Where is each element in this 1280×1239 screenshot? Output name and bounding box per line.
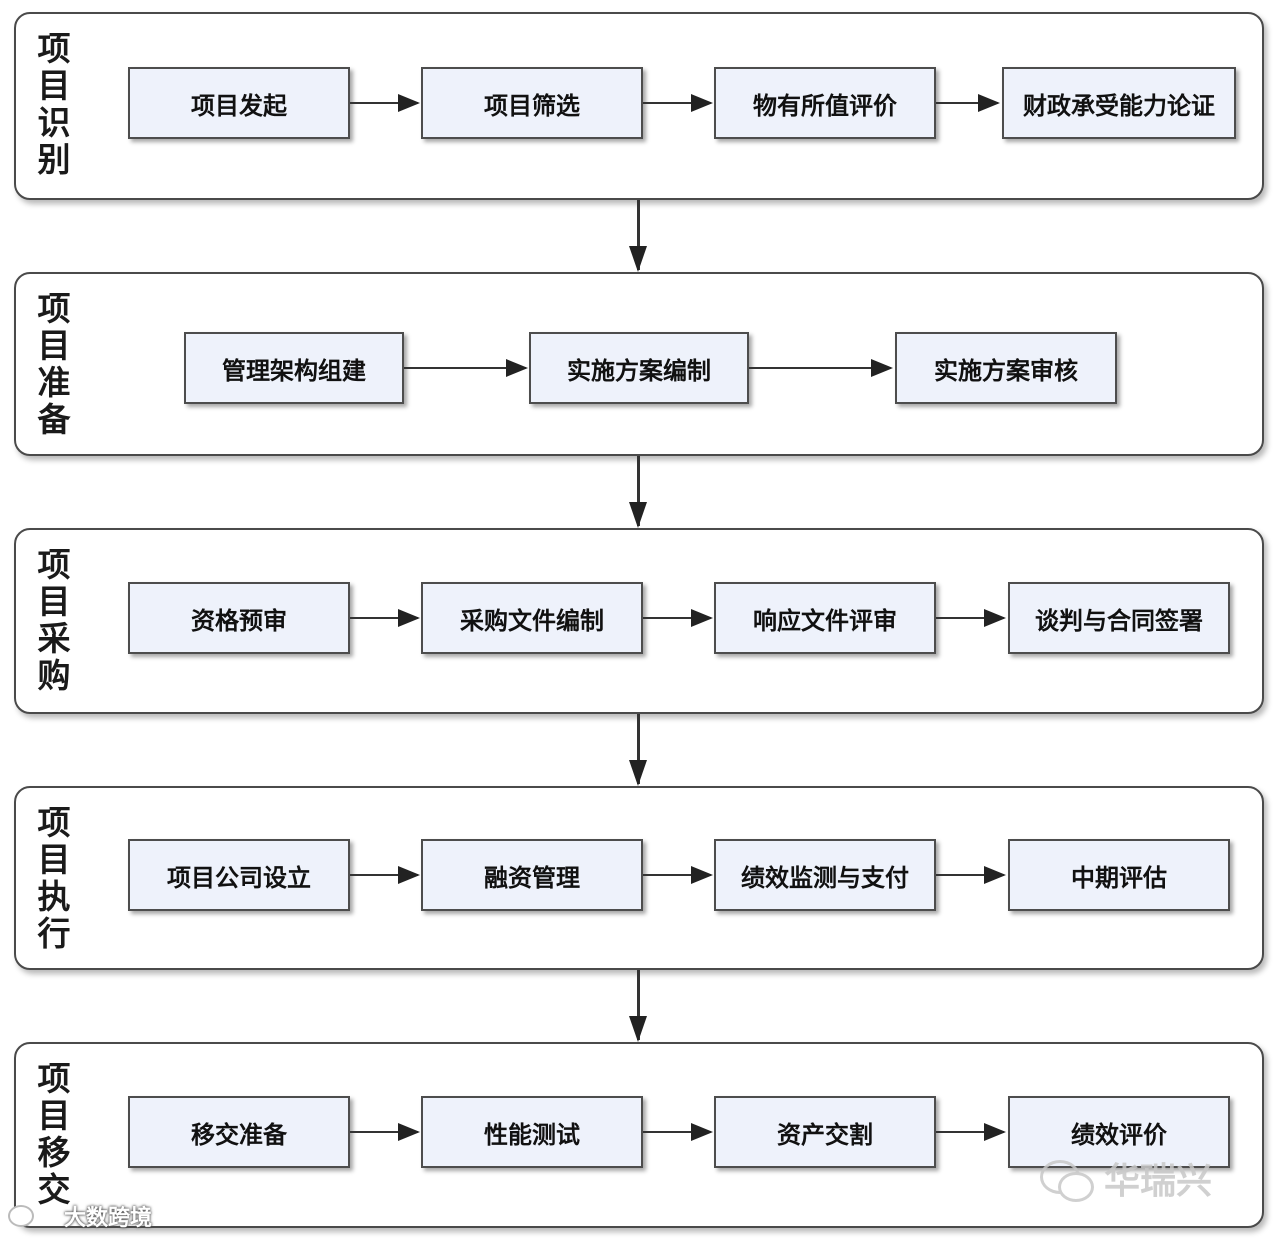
step-midterm-evaluation[interactable]: 中期评估 [1008,839,1230,911]
flow-arrow [350,94,420,112]
step-performance-monitoring[interactable]: 绩效监测与支付 [714,839,936,911]
stage-label: 项 目 执 行 [37,803,71,953]
flow-arrow [643,866,713,884]
flow-arrow [643,609,713,627]
flow-arrow [350,1123,420,1141]
stage-label: 项 目 移 交 [37,1059,71,1209]
flow-arrow [936,94,1000,112]
stage-label: 项 目 准 备 [37,289,71,439]
step-plan-review[interactable]: 实施方案审核 [895,332,1117,404]
watermark-text: 华瑞兴 [1104,1161,1213,1202]
weibo-icon [8,1205,34,1227]
flow-arrow [350,609,420,627]
flow-arrow [643,94,713,112]
step-project-screening[interactable]: 项目筛选 [421,67,643,139]
flow-arrow [936,1123,1006,1141]
flow-arrow [936,609,1006,627]
step-response-evaluation[interactable]: 响应文件评审 [714,582,936,654]
step-performance-test[interactable]: 性能测试 [421,1096,643,1168]
step-value-for-money[interactable]: 物有所值评价 [714,67,936,139]
step-management-structure[interactable]: 管理架构组建 [184,332,404,404]
step-plan-drafting[interactable]: 实施方案编制 [529,332,749,404]
flow-arrow [404,359,528,377]
watermark-wechat: 华瑞兴 [1040,1152,1212,1204]
step-company-setup[interactable]: 项目公司设立 [128,839,350,911]
stage-flow-arrow [629,200,647,272]
step-project-initiation[interactable]: 项目发起 [128,67,350,139]
watermark-weibo: 大数跨境 [8,1200,152,1232]
step-asset-transfer[interactable]: 资产交割 [714,1096,936,1168]
step-prequalification[interactable]: 资格预审 [128,582,350,654]
flow-arrow [643,1123,713,1141]
flow-arrow [749,359,893,377]
step-fiscal-affordability[interactable]: 财政承受能力论证 [1002,67,1236,139]
stage-flow-arrow [629,456,647,528]
step-financing-management[interactable]: 融资管理 [421,839,643,911]
flow-arrow [936,866,1006,884]
flow-arrow [350,866,420,884]
stage-label: 项 目 采 购 [37,545,71,695]
step-negotiation-contract[interactable]: 谈判与合同签署 [1008,582,1230,654]
stage-label: 项 目 识 别 [37,29,71,179]
step-handover-prep[interactable]: 移交准备 [128,1096,350,1168]
wechat-icon [1040,1156,1094,1202]
watermark-text: 大数跨境 [64,1206,153,1231]
stage-flow-arrow [629,714,647,786]
step-procurement-docs[interactable]: 采购文件编制 [421,582,643,654]
step-performance-evaluation[interactable]: 绩效评价 [1008,1096,1230,1168]
stage-flow-arrow [629,970,647,1042]
